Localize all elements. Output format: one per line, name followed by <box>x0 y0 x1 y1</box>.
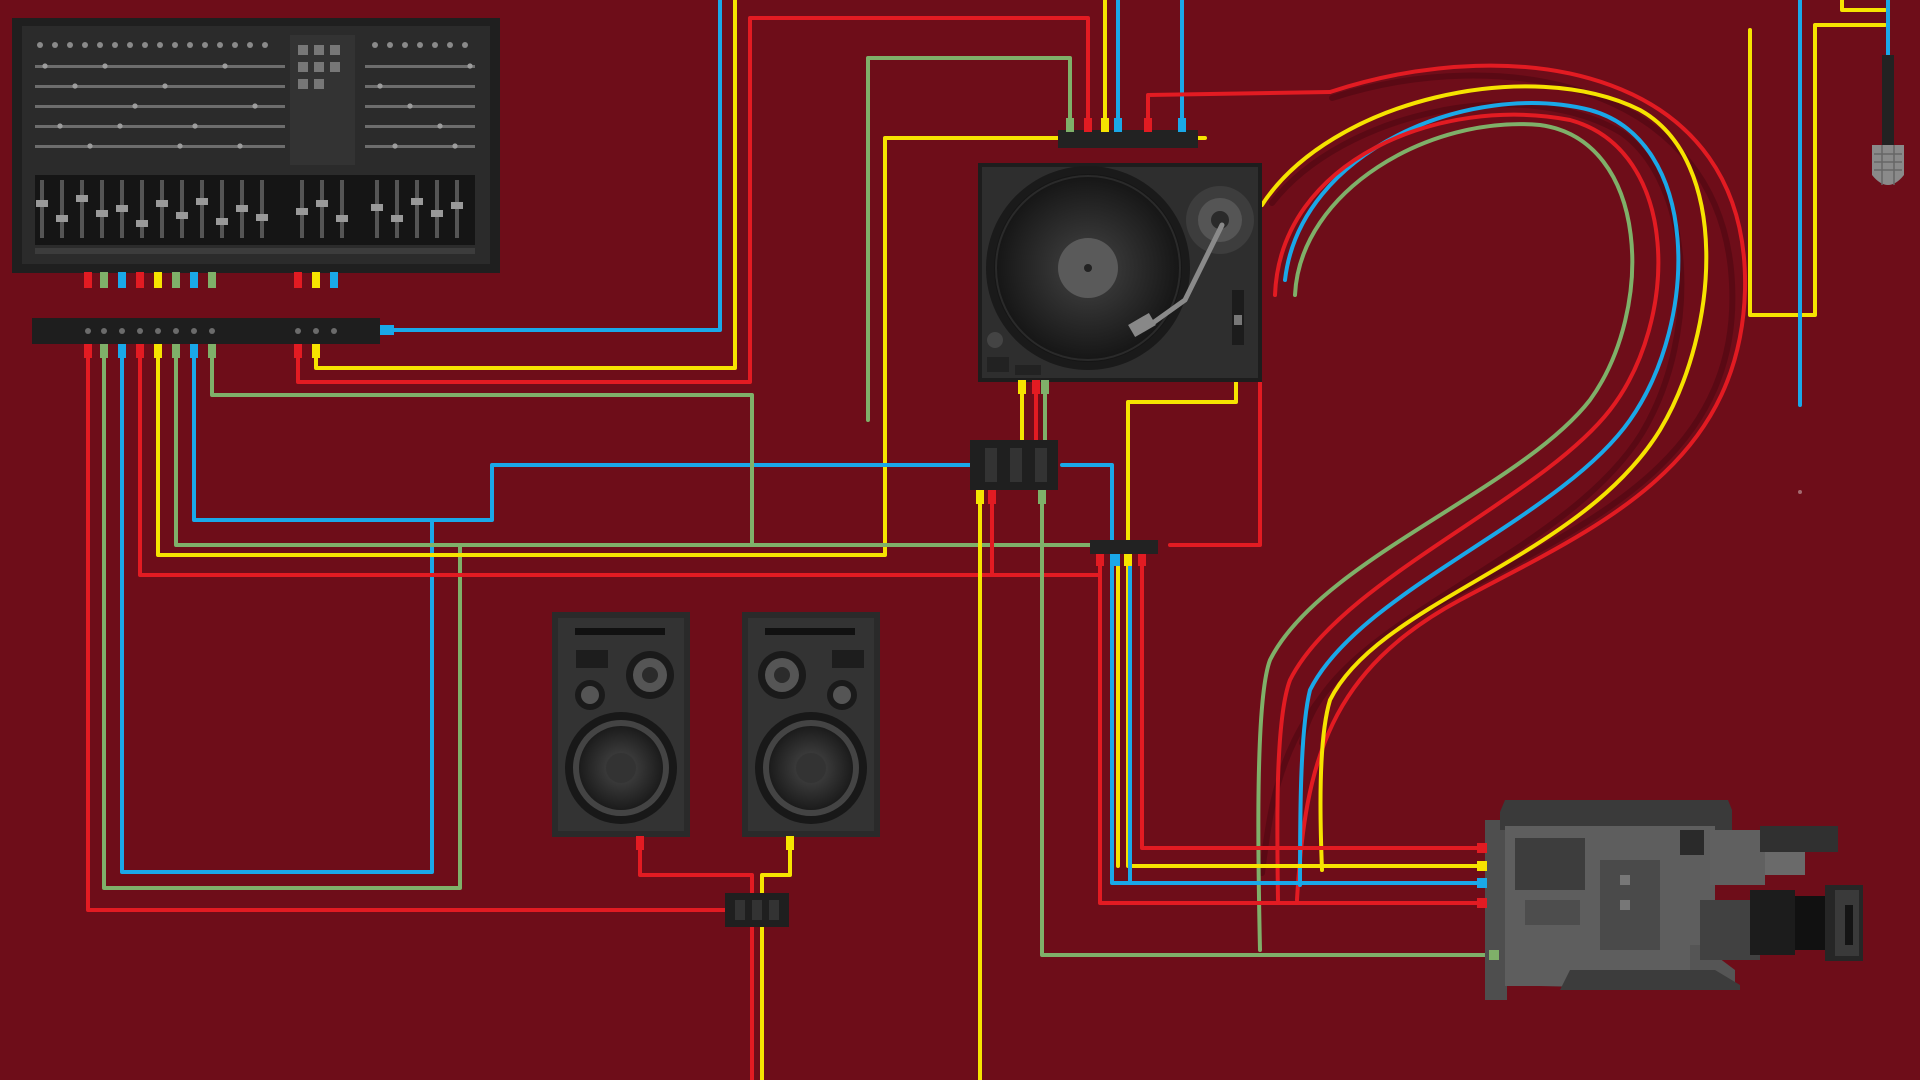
video-camera-icon <box>1477 800 1863 1000</box>
connector-strip-right <box>1090 540 1158 566</box>
speaker-left-icon <box>552 612 690 850</box>
speaker-right-icon <box>742 612 880 850</box>
mixing-console-icon <box>12 18 500 288</box>
patch-bay-icon <box>32 318 394 358</box>
turntable-input-block <box>1058 118 1198 148</box>
misc-dot <box>1798 490 1802 494</box>
cable-yellow-curve <box>1260 84 1709 872</box>
mixer-output-plugs <box>84 272 338 288</box>
turntable-icon <box>978 163 1262 382</box>
cable-green-curve <box>1256 122 1635 952</box>
speaker-splitter-icon <box>725 893 789 927</box>
cable-red-curve-outer <box>1295 63 1748 902</box>
cable-blue-curve <box>1283 101 1681 887</box>
cable-red-curve-inner <box>1273 112 1661 902</box>
splitter-box-icon <box>970 440 1058 504</box>
microphone-icon <box>1872 55 1904 185</box>
cables <box>86 0 1890 1080</box>
